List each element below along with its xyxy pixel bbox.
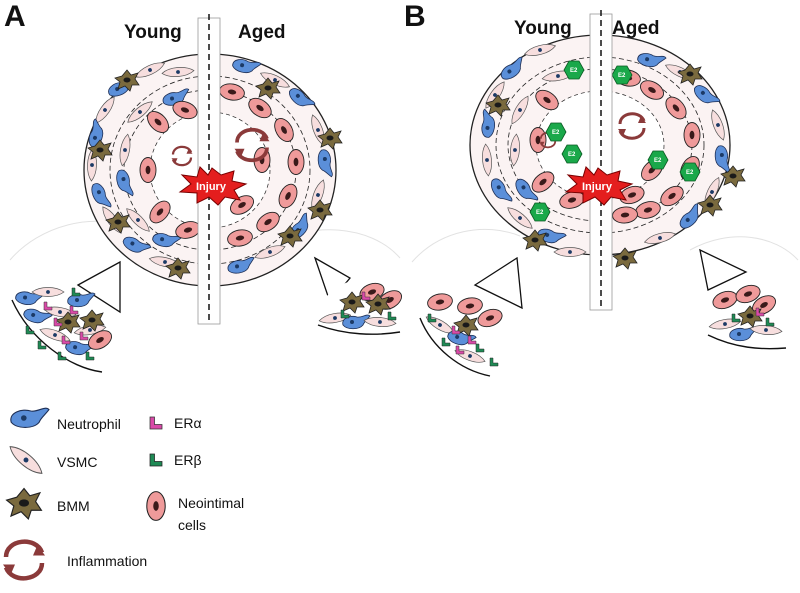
panel-a-aged-label: Aged	[238, 22, 286, 43]
legend-inflammation-icon	[3, 542, 45, 579]
panel-a-young-inset	[8, 286, 116, 375]
legend-neutrophil-icon	[10, 407, 50, 429]
legend-neutrophil-label: Neutrophil	[57, 416, 121, 432]
legend-inflammation-label: Inflammation	[67, 553, 147, 569]
svg-text:E2: E2	[618, 73, 626, 79]
legend-neointimal-icon	[146, 491, 166, 521]
panel-a: A Young Aged	[4, 0, 406, 375]
panel-b-letter: B	[404, 0, 426, 33]
panel-a-young-label: Young	[124, 22, 182, 43]
legend-neointimal-label-line1: Neointimal	[178, 495, 244, 511]
panel-b-aged-inset	[706, 281, 787, 351]
legend-er-alpha-label: ERα	[174, 415, 202, 431]
legend-vsmc-icon	[5, 441, 47, 479]
panel-a-injury-label: Injury	[196, 181, 227, 193]
legend-er-beta-label: ERβ	[174, 452, 202, 468]
legend-er-alpha-icon	[149, 416, 163, 430]
panel-b-young-inset	[418, 291, 505, 377]
svg-text:E2: E2	[536, 210, 544, 216]
legend-bmm-label: BMM	[57, 498, 90, 514]
panel-a-aged-inset	[317, 276, 406, 340]
panel-b-aged-label: Aged	[612, 18, 660, 39]
svg-text:E2: E2	[568, 152, 576, 158]
legend-er-beta-icon	[149, 453, 163, 467]
svg-text:E2: E2	[686, 170, 694, 176]
svg-text:E2: E2	[570, 68, 578, 74]
legend-neointimal-label-line2: cells	[178, 517, 206, 533]
legend-bmm-icon	[5, 487, 43, 520]
svg-text:E2: E2	[552, 130, 560, 136]
svg-text:E2: E2	[654, 158, 662, 164]
panel-b-injury-label: Injury	[582, 181, 613, 193]
legend-vsmc-label: VSMC	[57, 454, 97, 470]
panel-b-young-label: Young	[514, 18, 572, 39]
panel-a-letter: A	[4, 0, 26, 33]
panel-b: B Young Aged	[404, 0, 799, 377]
legend: Neutrophil VSMC BMM Inflammation ERα ERβ…	[3, 407, 244, 579]
